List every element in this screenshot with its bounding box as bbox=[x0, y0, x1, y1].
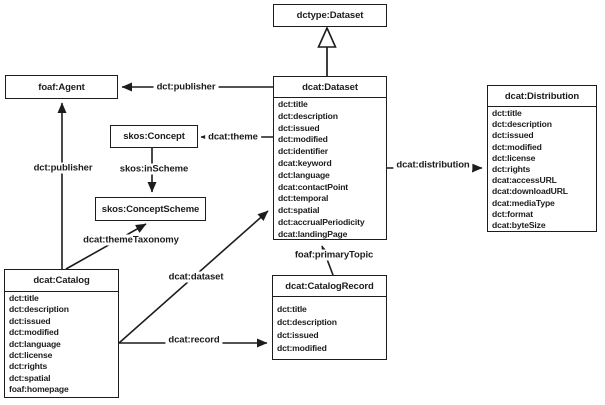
edge-label-publisher-from-dataset: dct:publisher bbox=[153, 81, 219, 93]
edge-label-in-scheme: skos:inScheme bbox=[116, 163, 192, 175]
class-title-dcat-dataset: dcat:Dataset bbox=[274, 77, 386, 98]
class-title-dcat-catalog-record: dcat:CatalogRecord bbox=[273, 276, 386, 297]
property-row: dcat:landingPage bbox=[278, 228, 348, 239]
property-row: dct:modified bbox=[277, 343, 327, 353]
edge-label-theme-taxonomy: dcat:themeTaxonomy bbox=[80, 234, 182, 246]
property-row: dcat:byteSize bbox=[492, 219, 546, 230]
class-box-dctype-dataset: dctype:Dataset bbox=[273, 4, 387, 27]
property-row: dcat:downloadURL bbox=[492, 186, 568, 197]
property-row: dct:rights bbox=[492, 163, 531, 174]
class-box-dcat-catalog-record: dcat:CatalogRecord dct:title dct:descrip… bbox=[272, 275, 387, 360]
property-row: dcat:keyword bbox=[278, 157, 332, 168]
property-row: dct:identifier bbox=[278, 146, 328, 157]
property-row: dct:issued bbox=[492, 130, 534, 141]
property-row: dct:description bbox=[278, 110, 338, 121]
edge-label-record: dcat:record bbox=[165, 334, 223, 346]
property-row: foaf:homepage bbox=[9, 384, 69, 395]
property-row: dct:accrualPeriodicity bbox=[278, 216, 365, 227]
property-row: dcat:contactPoint bbox=[278, 181, 349, 192]
property-row: dct:modified bbox=[278, 134, 328, 145]
class-box-skos-concept-scheme: skos:ConceptScheme bbox=[95, 197, 206, 221]
property-row: dct:modified bbox=[492, 141, 542, 152]
edge-label-theme: dcat:theme bbox=[205, 131, 261, 143]
property-row: dct:format bbox=[492, 208, 533, 219]
property-row: dct:temporal bbox=[278, 193, 329, 204]
edge-label-publisher-from-catalog: dct:publisher bbox=[30, 162, 96, 174]
property-row: dct:title bbox=[277, 304, 307, 314]
property-row: dct:issued bbox=[9, 315, 51, 326]
class-box-dcat-distribution: dcat:Distribution dct:title dct:descript… bbox=[487, 85, 597, 232]
edge-line-theme-taxonomy bbox=[65, 223, 147, 270]
property-row: dct:spatial bbox=[278, 205, 320, 216]
class-title-dcat-distribution: dcat:Distribution bbox=[488, 86, 596, 107]
property-list-dcat-catalog-record: dct:title dct:description dct:issued dct… bbox=[273, 297, 386, 355]
class-box-foaf-agent: foaf:Agent bbox=[5, 75, 118, 99]
property-row: dct:spatial bbox=[9, 372, 51, 383]
class-title-foaf-agent: foaf:Agent bbox=[38, 81, 85, 93]
property-row: dct:modified bbox=[9, 327, 59, 338]
property-row: dct:title bbox=[278, 99, 308, 109]
class-title-dcat-catalog: dcat:Catalog bbox=[5, 270, 118, 292]
property-row: dcat:accessURL bbox=[492, 175, 557, 186]
property-row: dct:language bbox=[278, 169, 330, 180]
property-row: dct:description bbox=[9, 304, 69, 315]
property-row: dct:description bbox=[492, 119, 552, 130]
class-title-dctype-dataset: dctype:Dataset bbox=[296, 10, 364, 21]
property-row: dcat:mediaType bbox=[492, 197, 555, 208]
edge-label-primary-topic: foaf:primaryTopic bbox=[291, 249, 377, 261]
property-row: dct:issued bbox=[278, 122, 320, 133]
class-title-skos-concept: skos:Concept bbox=[123, 131, 185, 142]
property-row: dct:title bbox=[492, 108, 522, 118]
property-row: dct:language bbox=[9, 338, 61, 349]
property-list-dcat-dataset: dct:title dct:description dct:issued dct… bbox=[274, 98, 386, 241]
property-row: dct:license bbox=[9, 349, 53, 360]
property-list-dcat-distribution: dct:title dct:description dct:issued dct… bbox=[488, 107, 596, 231]
property-row: dct:rights bbox=[9, 361, 48, 372]
property-row: dct:issued bbox=[277, 330, 319, 340]
property-row: dct:title bbox=[9, 293, 39, 303]
generalization-hollow-arrow-icon bbox=[317, 26, 337, 48]
class-title-skos-concept-scheme: skos:ConceptScheme bbox=[101, 203, 200, 215]
property-row: dct:description bbox=[277, 317, 337, 327]
property-row: dct:license bbox=[492, 152, 536, 163]
edge-label-dataset: dcat:dataset bbox=[165, 271, 227, 283]
class-box-dcat-dataset: dcat:Dataset dct:title dct:description d… bbox=[273, 76, 387, 240]
property-list-dcat-catalog: dct:title dct:description dct:issued dct… bbox=[5, 292, 118, 396]
class-box-skos-concept: skos:Concept bbox=[110, 125, 198, 148]
edge-label-distribution: dcat:distribution bbox=[393, 159, 473, 171]
class-box-dcat-catalog: dcat:Catalog dct:title dct:description d… bbox=[4, 269, 119, 398]
